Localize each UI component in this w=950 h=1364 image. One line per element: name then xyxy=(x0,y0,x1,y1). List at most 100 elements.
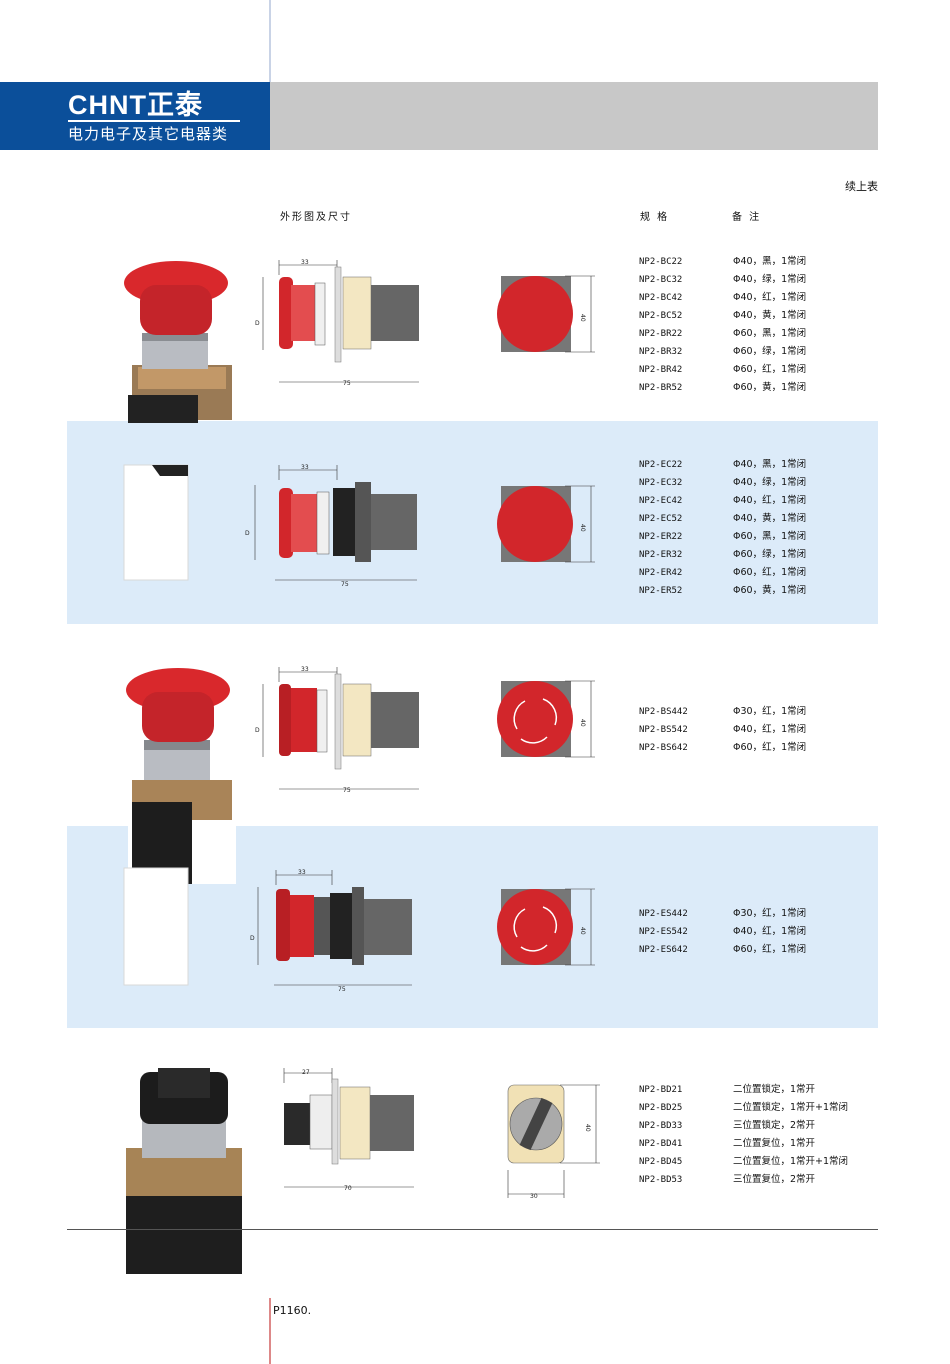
note-item: Φ30，红，1常闭 xyxy=(733,706,807,717)
side-outline-drawing: 33 D 75 xyxy=(255,666,419,794)
side-outline-drawing: 27 70 xyxy=(283,1068,414,1192)
page-number: P1160. xyxy=(273,1304,312,1317)
dim-top: 33 xyxy=(301,464,309,471)
spec-item: NP2-BD45 xyxy=(639,1157,683,1167)
dim-top: 33 xyxy=(301,259,309,266)
footer-rule xyxy=(67,1229,878,1230)
note-list: 二位置锁定，1常开 二位置锁定，1常开+1常闭 三位置锁定，2常开 二位置复位，… xyxy=(733,1081,848,1189)
note-item: Φ40，黄，1常闭 xyxy=(733,513,807,524)
spec-list: NP2-BS442 NP2-BS542 NP2-BS642 xyxy=(639,703,688,757)
note-list: Φ40，黑，1常闭 Φ40，绿，1常闭 Φ40，红，1常闭 Φ40，黄，1常闭 … xyxy=(733,253,806,397)
column-header-note: 备 注 xyxy=(732,212,762,223)
spec-item: NP2-BR42 xyxy=(639,365,683,375)
spec-list: NP2-ES442 NP2-ES542 NP2-ES642 xyxy=(639,905,688,959)
dim-bottom: 75 xyxy=(343,380,351,387)
note-item: Φ60，红，1常闭 xyxy=(733,364,807,375)
spec-item: NP2-ES642 xyxy=(639,945,688,955)
note-item: Φ60，红，1常闭 xyxy=(733,567,807,578)
note-item: 二位置复位，1常开+1常闭 xyxy=(733,1156,849,1167)
front-face-drawing: 40 xyxy=(497,680,595,758)
note-item: Φ40，红，1常闭 xyxy=(733,724,807,735)
dim-side: D xyxy=(245,530,250,537)
side-outline-drawing: 33 D 75 xyxy=(250,869,412,993)
spec-item: NP2-BS442 xyxy=(639,707,688,717)
spec-item: NP2-ES542 xyxy=(639,927,688,937)
note-item: Φ40，红，1常闭 xyxy=(733,292,807,303)
note-item: 二位置锁定，1常开+1常闭 xyxy=(733,1102,849,1113)
spec-item: NP2-BS542 xyxy=(639,725,688,735)
note-item: Φ60，黑，1常闭 xyxy=(733,328,807,339)
note-item: Φ60，绿，1常闭 xyxy=(733,346,807,357)
header-gray-panel xyxy=(270,82,878,150)
note-item: Φ60，黄，1常闭 xyxy=(733,382,807,393)
front-face-drawing: 40 xyxy=(497,485,595,563)
dim-bottom: 75 xyxy=(341,581,349,588)
spec-item: NP2-EC42 xyxy=(639,496,683,506)
spec-item: NP2-BC22 xyxy=(639,257,683,267)
note-item: Φ40，红，1常闭 xyxy=(733,926,807,937)
spec-item: NP2-BD33 xyxy=(639,1121,683,1131)
note-list: Φ40，黑，1常闭 Φ40，绿，1常闭 Φ40，红，1常闭 Φ40，黄，1常闭 … xyxy=(733,456,806,600)
spec-list: NP2-BC22 NP2-BC32 NP2-BC42 NP2-BC52 NP2-… xyxy=(639,253,682,397)
product-photo-mushroom-latch xyxy=(126,668,236,884)
spec-item: NP2-ER42 xyxy=(639,568,683,578)
dim-side: D xyxy=(250,935,255,942)
spec-item: NP2-ER22 xyxy=(639,532,683,542)
product-photo-blank xyxy=(123,464,189,581)
note-item: Φ60，红，1常闭 xyxy=(733,742,807,753)
note-item: Φ60，黑，1常闭 xyxy=(733,531,807,542)
spec-item: NP2-BD25 xyxy=(639,1103,683,1113)
column-header-spec: 规 格 xyxy=(640,212,670,223)
note-item: Φ30，红，1常闭 xyxy=(733,908,807,919)
note-item: 二位置锁定，1常开 xyxy=(733,1084,816,1095)
dim-side: D xyxy=(255,320,260,327)
product-photo-blank xyxy=(123,867,189,986)
product-photo-selector xyxy=(126,1068,242,1274)
front-face-drawing: 40 xyxy=(497,275,595,353)
spec-item: NP2-BC42 xyxy=(639,293,683,303)
note-item: Φ40，黄，1常闭 xyxy=(733,310,807,321)
spec-item: NP2-EC22 xyxy=(639,460,683,470)
side-outline-drawing: 33 D 75 xyxy=(245,464,417,588)
dim-bottom: 70 xyxy=(344,1185,352,1192)
brand-logo: CHNT正泰 xyxy=(68,90,203,120)
dim-face: 40 xyxy=(579,927,586,935)
page-margin-rule xyxy=(269,1298,271,1364)
category-subtitle: 电力电子及其它电器类 xyxy=(68,125,229,143)
note-item: Φ60，绿，1常闭 xyxy=(733,549,807,560)
continued-label: 续上表 xyxy=(845,180,878,193)
spec-item: NP2-ER32 xyxy=(639,550,683,560)
spec-item: NP2-BR22 xyxy=(639,329,683,339)
row-band xyxy=(67,421,878,624)
dim-face-width: 30 xyxy=(530,1193,538,1200)
dim-face: 40 xyxy=(584,1124,591,1132)
spec-item: NP2-BR52 xyxy=(639,383,683,393)
column-header-outline: 外形图及尺寸 xyxy=(280,212,352,223)
dim-face: 40 xyxy=(579,719,586,727)
note-list: Φ30，红，1常闭 Φ40，红，1常闭 Φ60，红，1常闭 xyxy=(733,703,806,757)
front-face-drawing: 40 30 xyxy=(507,1084,600,1200)
spec-list: NP2-EC22 NP2-EC32 NP2-EC42 NP2-EC52 NP2-… xyxy=(639,456,682,600)
note-item: Φ40，红，1常闭 xyxy=(733,495,807,506)
note-item: Φ60，黄，1常闭 xyxy=(733,585,807,596)
side-outline-drawing: 33 D 75 xyxy=(255,259,419,387)
spec-item: NP2-ES442 xyxy=(639,909,688,919)
spec-item: NP2-EC32 xyxy=(639,478,683,488)
spec-item: NP2-BD53 xyxy=(639,1175,683,1185)
spec-item: NP2-BD41 xyxy=(639,1139,683,1149)
spec-item: NP2-EC52 xyxy=(639,514,683,524)
note-item: Φ60，红，1常闭 xyxy=(733,944,807,955)
product-photo-mushroom xyxy=(124,261,232,423)
note-item: Φ40，黑，1常闭 xyxy=(733,256,807,267)
note-item: Φ40，绿，1常闭 xyxy=(733,274,807,285)
dim-face: 40 xyxy=(579,524,586,532)
note-item: 三位置复位，2常开 xyxy=(733,1174,816,1185)
dim-top: 33 xyxy=(298,869,306,876)
dim-bottom: 75 xyxy=(343,787,351,794)
spec-item: NP2-BC32 xyxy=(639,275,683,285)
spec-item: NP2-BC52 xyxy=(639,311,683,321)
spec-list: NP2-BD21 NP2-BD25 NP2-BD33 NP2-BD41 NP2-… xyxy=(639,1081,682,1189)
note-item: Φ40，绿，1常闭 xyxy=(733,477,807,488)
dim-top: 27 xyxy=(302,1069,310,1076)
spec-item: NP2-ER52 xyxy=(639,586,683,596)
